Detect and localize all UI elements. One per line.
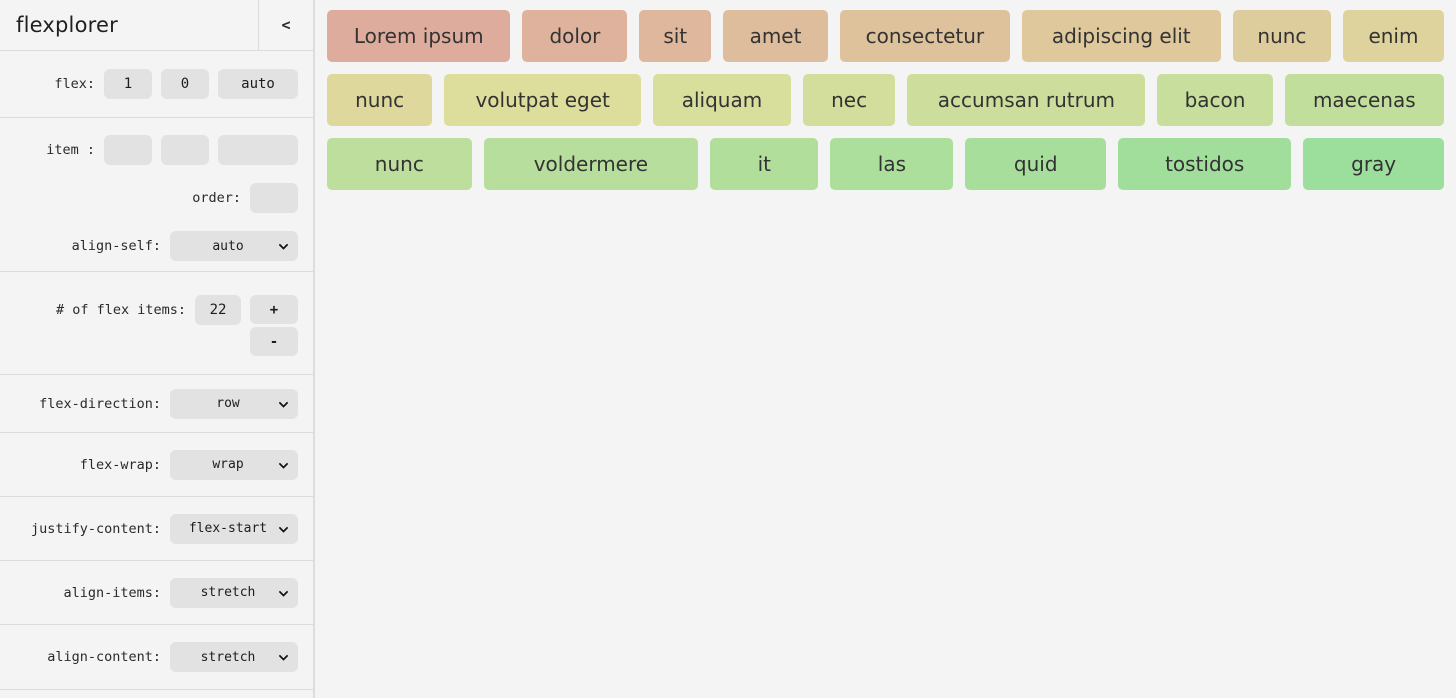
flex-label: flex: bbox=[54, 76, 95, 92]
flex-direction-value: row bbox=[216, 396, 240, 411]
flex-item: nec bbox=[802, 74, 896, 126]
flex-direction-label: flex-direction: bbox=[39, 395, 161, 412]
chevron-down-icon bbox=[278, 240, 289, 250]
justify-content-value: flex-start bbox=[188, 521, 268, 536]
chevron-down-icon bbox=[278, 651, 289, 661]
flex-item: bacon bbox=[1157, 74, 1273, 126]
justify-content-select[interactable]: flex-start bbox=[170, 513, 298, 544]
sidebar-filler bbox=[0, 690, 313, 698]
add-item-button[interactable]: + bbox=[250, 295, 298, 324]
flex-item: volutpat eget bbox=[444, 74, 642, 126]
item-label: item : bbox=[46, 142, 95, 158]
flex-item: amet bbox=[723, 10, 828, 62]
flex-item: gray bbox=[1303, 138, 1444, 190]
flex-basis-input[interactable] bbox=[218, 69, 298, 99]
flex-item: quid bbox=[965, 138, 1107, 190]
flex-item: las bbox=[830, 138, 954, 190]
align-content-label: align-content: bbox=[47, 649, 161, 665]
flex-item: sit bbox=[639, 10, 712, 62]
flex-item: tostidos bbox=[1118, 138, 1292, 190]
chevron-left-icon: < bbox=[281, 16, 291, 34]
flex-item: it bbox=[710, 138, 819, 190]
flex-grow-input[interactable] bbox=[104, 69, 152, 99]
count-label: # of flex items: bbox=[55, 302, 186, 318]
flex-wrap-label: flex-wrap: bbox=[79, 456, 161, 473]
flex-item: nunc bbox=[327, 138, 472, 190]
order-input[interactable] bbox=[250, 183, 298, 213]
section-flex-direction: flex-direction: row bbox=[0, 375, 313, 433]
align-items-select[interactable]: stretch bbox=[170, 577, 298, 608]
section-align-items: align-items: stretch bbox=[0, 561, 313, 625]
align-items-value: stretch bbox=[200, 585, 256, 600]
flex-item: dolor bbox=[522, 10, 628, 62]
section-flex: flex: bbox=[0, 51, 313, 118]
sidebar-header: flexplorer < bbox=[0, 0, 313, 51]
align-items-label: align-items: bbox=[63, 584, 161, 601]
flex-item: voldermere bbox=[483, 138, 699, 190]
chevron-down-icon bbox=[278, 458, 289, 469]
align-self-value: auto bbox=[212, 238, 244, 254]
chevron-down-icon bbox=[278, 397, 289, 408]
flex-wrap-select[interactable]: wrap bbox=[170, 449, 298, 480]
app-title: flexplorer bbox=[16, 13, 118, 37]
section-justify-content: justify-content: flex-start bbox=[0, 497, 313, 561]
justify-content-label: justify-content: bbox=[30, 520, 161, 537]
flex-item: Lorem ipsum bbox=[327, 10, 511, 62]
flex-item: maecenas bbox=[1284, 74, 1444, 126]
section-flex-wrap: flex-wrap: wrap bbox=[0, 433, 313, 497]
remove-item-button[interactable]: - bbox=[250, 327, 298, 356]
collapse-sidebar-button[interactable]: < bbox=[258, 0, 313, 50]
flex-item: accumsan rutrum bbox=[907, 74, 1146, 126]
sidebar: flexplorer < flex: item : order: bbox=[0, 0, 315, 698]
chevron-down-icon bbox=[278, 586, 289, 597]
item-flex-grow-input[interactable] bbox=[104, 135, 152, 165]
flex-item: aliquam bbox=[653, 74, 791, 126]
flex-item: nunc bbox=[1232, 10, 1331, 62]
align-self-select[interactable]: auto bbox=[170, 231, 298, 261]
align-self-label: align-self: bbox=[71, 238, 161, 254]
flex-direction-select[interactable]: row bbox=[170, 388, 298, 419]
flex-shrink-input[interactable] bbox=[161, 69, 209, 99]
section-item: item : order: align-self: auto bbox=[0, 118, 313, 272]
count-buttons: + - bbox=[250, 295, 298, 356]
section-align-content: align-content: stretch bbox=[0, 625, 313, 690]
flex-item: consectetur bbox=[840, 10, 1010, 62]
flex-item: enim bbox=[1342, 10, 1444, 62]
order-label: order: bbox=[192, 190, 241, 206]
align-content-select[interactable]: stretch bbox=[170, 642, 298, 672]
flex-wrap-value: wrap bbox=[212, 457, 244, 472]
flex-item: adipiscing elit bbox=[1021, 10, 1221, 62]
section-count: # of flex items: + - bbox=[0, 272, 313, 375]
chevron-down-icon bbox=[278, 522, 289, 533]
item-flex-shrink-input[interactable] bbox=[161, 135, 209, 165]
flex-item-count-input[interactable] bbox=[195, 295, 241, 325]
flex-item: nunc bbox=[327, 74, 433, 126]
item-flex-basis-input[interactable] bbox=[218, 135, 298, 165]
align-content-value: stretch bbox=[200, 649, 256, 665]
